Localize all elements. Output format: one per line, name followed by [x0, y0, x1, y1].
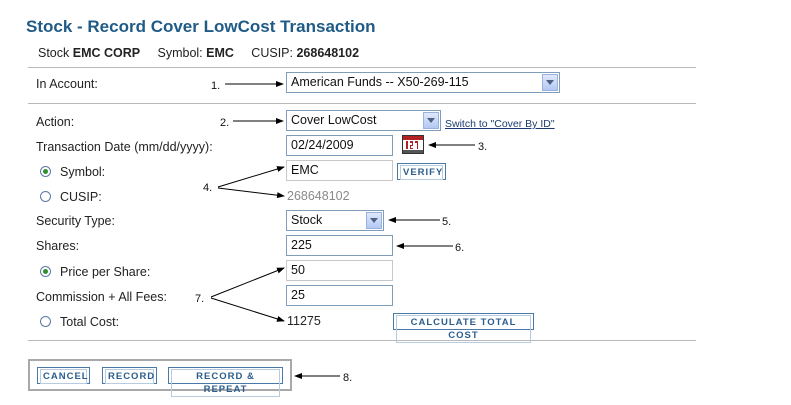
stock-name: EMC CORP	[72, 46, 141, 60]
record-button-label: RECORD	[105, 369, 154, 384]
divider-top	[28, 67, 696, 68]
chevron-down-icon[interactable]	[423, 112, 439, 129]
symbol-field-label: Symbol:	[60, 165, 106, 179]
security-type-value: Stock	[291, 213, 323, 227]
security-info: Stock EMC CORP Symbol: EMC CUSIP: 268648…	[38, 46, 359, 60]
chevron-down-icon[interactable]	[366, 212, 382, 229]
cusip-field-label: CUSIP:	[60, 190, 102, 204]
arrow-4b	[217, 187, 285, 199]
action-buttons-group	[28, 359, 292, 391]
cancel-button-label: CANCEL	[40, 369, 88, 384]
switch-cover-by-id-link[interactable]: Switch to "Cover By ID"	[445, 118, 555, 130]
calculate-total-cost-button[interactable]: CALCULATE TOTAL COST	[393, 313, 534, 343]
security-type-label: Security Type:	[36, 214, 115, 228]
annotation-7: 7.	[195, 293, 205, 305]
cusip-label: CUSIP:	[251, 46, 293, 60]
record-repeat-button-label: RECORD & REPEAT	[171, 369, 280, 397]
price-label: Price per Share:	[60, 265, 151, 279]
annotation-3: 3.	[478, 141, 488, 153]
annotation-8: 8.	[343, 372, 353, 384]
stock-label: Stock	[38, 46, 70, 60]
account-label: In Account:	[36, 77, 98, 91]
total-cost-radio[interactable]	[40, 316, 51, 327]
cusip-input[interactable]: 268648102	[287, 189, 350, 203]
symbol-value: EMC	[206, 46, 234, 60]
shares-label: Shares:	[36, 239, 80, 253]
shares-input[interactable]: 225	[286, 235, 393, 256]
security-type-select[interactable]: Stock	[286, 210, 384, 231]
cancel-button[interactable]: CANCEL	[37, 367, 90, 384]
total-cost-label: Total Cost:	[60, 315, 120, 329]
arrow-7a	[210, 267, 285, 298]
divider-account	[28, 103, 696, 104]
calendar-icon[interactable]	[402, 135, 424, 154]
annotation-6: 6.	[455, 242, 465, 254]
commission-input[interactable]: 25	[286, 285, 393, 306]
annotation-2: 2.	[220, 117, 230, 129]
chevron-down-icon[interactable]	[542, 74, 558, 91]
page-title: Stock - Record Cover LowCost Transaction	[26, 17, 376, 36]
account-select-value: American Funds -- X50-269-115	[291, 75, 469, 89]
total-cost-value[interactable]: 11275	[287, 314, 321, 328]
price-radio[interactable]	[40, 266, 51, 277]
account-select[interactable]: American Funds -- X50-269-115	[286, 72, 560, 93]
verify-button[interactable]: VERIFY	[397, 163, 446, 180]
record-button[interactable]: RECORD	[102, 367, 157, 384]
symbol-input[interactable]: EMC	[286, 160, 393, 181]
record-repeat-button[interactable]: RECORD & REPEAT	[168, 367, 283, 397]
cusip-value: 268648102	[296, 46, 360, 60]
action-select[interactable]: Cover LowCost	[286, 110, 441, 131]
cusip-radio[interactable]	[40, 191, 51, 202]
verify-button-label: VERIFY	[400, 165, 443, 180]
annotation-5: 5.	[442, 216, 452, 228]
date-label: Transaction Date (mm/dd/yyyy):	[36, 140, 213, 154]
action-label: Action:	[36, 115, 75, 129]
arrow-7b	[210, 297, 285, 322]
commission-label: Commission + All Fees:	[36, 290, 167, 304]
divider-bottom	[28, 340, 696, 341]
symbol-radio[interactable]	[40, 166, 51, 177]
annotation-4: 4.	[203, 182, 213, 194]
action-select-value: Cover LowCost	[291, 113, 377, 127]
arrow-4a	[217, 166, 285, 188]
annotation-1: 1.	[211, 80, 221, 92]
symbol-label: Symbol:	[157, 46, 203, 60]
price-input[interactable]: 50	[286, 260, 393, 281]
calculate-button-label: CALCULATE TOTAL COST	[396, 315, 531, 343]
transaction-date-input[interactable]: 02/24/2009	[286, 135, 393, 156]
